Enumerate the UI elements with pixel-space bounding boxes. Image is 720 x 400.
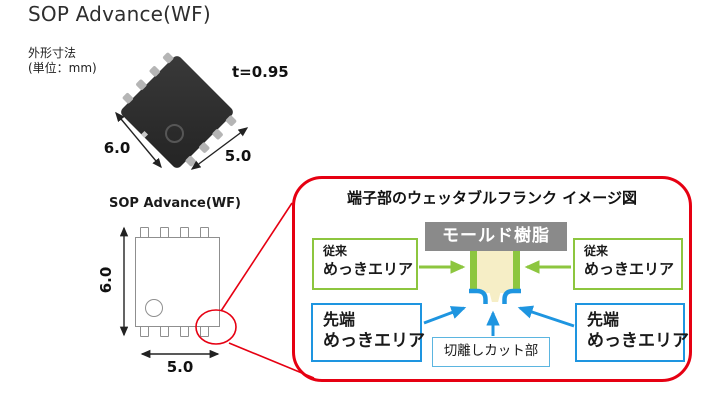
package-2d-title: SOP Advance(WF) (109, 196, 241, 211)
dimension-note-line1: 外形寸法 (28, 46, 77, 60)
tip-plating-label-left: 先端 めっきエリア (311, 303, 425, 362)
mold-resin-box: モールド樹脂 (425, 222, 567, 251)
thickness-label: t=0.95 (232, 63, 289, 81)
package-3d-pin1-indent (165, 124, 184, 143)
separation-cut-face (489, 292, 501, 302)
lead-cross-section (477, 251, 513, 293)
label-line1: 従来 (323, 244, 348, 258)
lead-stub (162, 51, 175, 64)
zoom-line-top (220, 202, 293, 312)
panel-title: 端子部のウェッタブルフランク イメージ図 (347, 189, 637, 207)
separation-cut-label: 切離しカット部 (432, 337, 550, 367)
package-2d-height-label: 6.0 (97, 266, 115, 294)
package-2d-pin (180, 326, 189, 337)
page-title: SOP Advance(WF) (28, 2, 211, 26)
package-2d-pin1-mark (145, 299, 163, 317)
dimension-note: 外形寸法 (単位：mm) (28, 46, 97, 76)
label-line2: めっきエリア (587, 331, 689, 351)
conventional-plating-label-right: 従来 めっきエリア (573, 238, 683, 290)
package-2d-pin (160, 326, 169, 337)
package-3d-depth-label: 5.0 (224, 147, 252, 165)
package-2d-pin (140, 326, 149, 337)
package-3d-width-label: 6.0 (103, 139, 131, 157)
lead-stub (184, 155, 197, 168)
package-3d-body (119, 51, 238, 170)
label-line1: 先端 (323, 310, 356, 329)
conventional-plating-strip-right (513, 251, 520, 290)
lead-stub (198, 141, 211, 154)
package-2d-pin (140, 227, 149, 238)
lead-stub (121, 92, 134, 105)
label-line1: 先端 (587, 310, 620, 329)
package-2d-pin (160, 227, 169, 238)
label-line2: めっきエリア (323, 331, 425, 351)
label-line2: めっきエリア (584, 260, 675, 278)
lead-stub (148, 65, 161, 78)
tip-plating-label-right: 先端 めっきエリア (575, 303, 689, 362)
conventional-plating-strip-left (470, 251, 477, 290)
lead-stub (211, 128, 224, 141)
conventional-plating-label-left: 従来 めっきエリア (312, 238, 418, 290)
label-line2: めっきエリア (323, 260, 414, 278)
label-line1: 従来 (584, 244, 609, 258)
package-2d-pin (200, 227, 209, 238)
dimension-note-line2: (単位：mm) (28, 61, 97, 75)
package-2d-pin (200, 326, 209, 337)
package-2d-width-label: 5.0 (166, 358, 194, 376)
lead-stub (135, 78, 148, 91)
package-2d-pin (180, 227, 189, 238)
lead-stub (225, 114, 238, 127)
